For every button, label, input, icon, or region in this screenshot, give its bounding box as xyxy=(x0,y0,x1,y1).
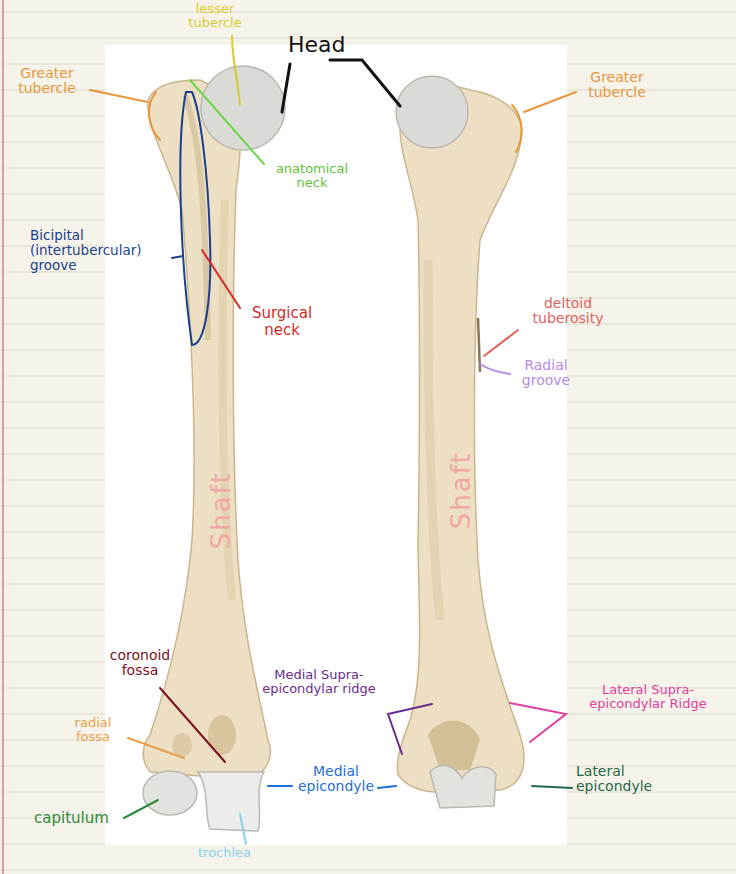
part-label: trochlea xyxy=(198,846,251,860)
part-label: Lateral epicondyle xyxy=(576,764,686,795)
part-label: Medial epicondyle xyxy=(294,764,378,795)
ruled-line xyxy=(0,38,736,39)
paper-lines xyxy=(0,12,736,870)
part-label: Greater tubercle xyxy=(6,66,88,97)
part-label: coronoid fossa xyxy=(98,648,182,679)
shaft-label: Shaft xyxy=(447,451,476,529)
part-label: radial fossa xyxy=(56,716,130,745)
shaft-label: Shaft xyxy=(207,471,236,549)
posterior-humerus xyxy=(396,76,524,808)
part-label: Medial Supra-epicondylar ridge xyxy=(248,668,390,697)
leader-lines xyxy=(90,36,576,844)
part-label: anatomical neck xyxy=(262,162,362,191)
part-label: deltoid tuberosity xyxy=(512,296,624,327)
part-label: lesser tubercle xyxy=(180,2,250,31)
part-label: Head xyxy=(288,33,346,57)
part-label: Surgical neck xyxy=(240,305,324,338)
part-label: Greater tubercle xyxy=(576,70,658,101)
part-label: Bicipital (intertubercular) groove xyxy=(30,228,172,273)
ruled-line xyxy=(0,12,736,13)
part-label: capitulum xyxy=(34,810,109,827)
ruled-line xyxy=(0,870,736,871)
margin-line xyxy=(2,0,4,874)
anterior-humerus xyxy=(143,66,285,831)
part-label: Lateral Supra-epicondylar Ridge xyxy=(568,683,728,712)
part-label: Radial groove xyxy=(508,358,584,389)
photo-ground xyxy=(105,45,567,845)
